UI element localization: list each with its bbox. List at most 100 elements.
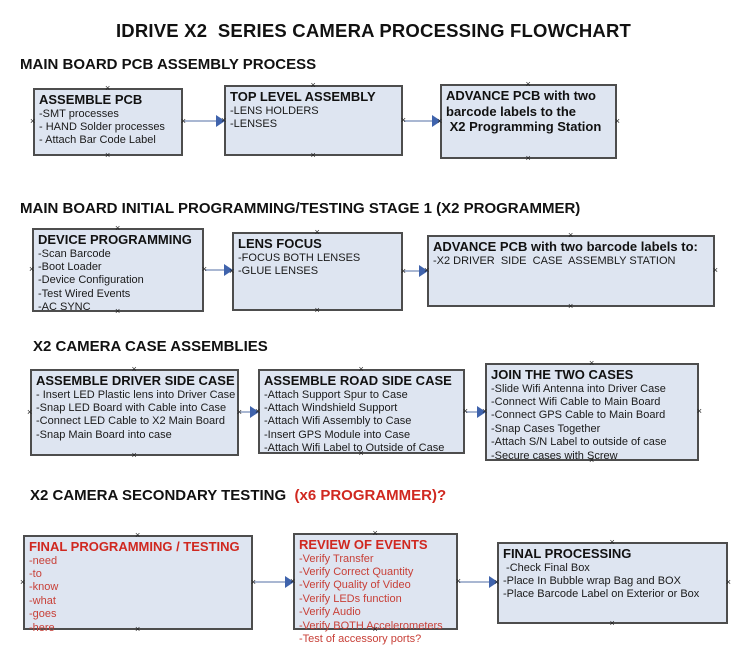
connector-handle-icon: [105, 84, 110, 93]
flow-box-assemble-driver-side-case: ASSEMBLE DRIVER SIDE CASE - Insert LED P…: [30, 369, 239, 456]
flow-arrow: [403, 114, 441, 128]
section-heading-text: X2 CAMERA SECONDARY TESTING: [30, 487, 291, 504]
connector-handle-icon: [726, 578, 731, 587]
flow-box-lens-focus: LENS FOCUS -FOCUS BOTH LENSES -GLUE LENS…: [232, 232, 403, 311]
box-line: -Snap LED Board with Cable into Case: [36, 402, 227, 414]
connector-handle-icon: [697, 407, 702, 416]
flow-arrow: [458, 575, 498, 589]
connector-handle-icon: [29, 265, 34, 274]
section-heading-secondary-testing: X2 CAMERA SECONDARY TESTING (x6 PROGRAMM…: [30, 487, 446, 504]
box-line: -Attach Windshield Support: [264, 402, 398, 414]
box-line: - HAND Solder processes: [39, 121, 165, 133]
box-line: -Place Barcode Label on Exterior or Box: [503, 588, 700, 601]
connector-handle-icon: [115, 224, 120, 233]
connector-handle-icon: [27, 408, 32, 417]
box-line: -Device Configuration: [38, 274, 144, 287]
connector-handle-icon: [132, 365, 137, 374]
box-line: -Boot Loader: [38, 261, 102, 273]
flowchart-title: IDRIVE X2 SERIES CAMERA PROCESSING FLOWC…: [115, 20, 632, 41]
flow-box-top-level-assembly: TOP LEVEL ASSEMBLY -LENS HOLDERS -LENSES: [224, 85, 403, 156]
connector-handle-icon: [132, 451, 137, 460]
connector-handle-icon: [229, 267, 234, 276]
connector-handle-icon: [251, 578, 256, 587]
flow-arrow: [253, 575, 294, 589]
box-line: -goes: [29, 608, 57, 621]
section-heading-case-assemblies: X2 CAMERA CASE ASSEMBLIES: [33, 338, 268, 355]
box-line: -Verify BOTH Accelerometers: [299, 619, 443, 632]
box-line: -FOCUS BOTH LENSES: [238, 251, 361, 264]
connector-handle-icon: [359, 449, 364, 458]
box-line: -Attach S/N Label to outside of case: [491, 436, 667, 449]
box-line: -LENS HOLDERS: [230, 104, 319, 117]
box-line: -Insert GPS Module into Case: [264, 428, 411, 441]
connector-handle-icon: [437, 117, 442, 126]
box-line: -Verify Audio: [299, 606, 361, 619]
box-line: -LENSES: [230, 118, 278, 130]
box-line: -know: [29, 581, 59, 594]
section-heading-text: X2 CAMERA CASE ASSEMBLIES: [33, 338, 268, 355]
flow-box-review-of-events: REVIEW OF EVENTS -Verify Transfer -Verif…: [290, 533, 458, 645]
connector-handle-icon: [255, 407, 260, 416]
box-line: -to: [29, 568, 42, 580]
arrow-line: [184, 120, 218, 122]
section-heading-red-text: (x6 PROGRAMMER)?: [290, 487, 447, 504]
arrow-line: [404, 270, 421, 272]
arrow-line: [404, 120, 434, 122]
arrow-line: [254, 581, 287, 583]
box-line: -X2 DRIVER SIDE CASE ASSEMBLY STATION: [433, 254, 676, 267]
connector-handle-icon: [482, 407, 487, 416]
connector-handle-icon: [615, 117, 620, 126]
box-line: -here: [29, 621, 55, 634]
connector-handle-icon: [424, 266, 429, 275]
connector-handle-icon: [401, 267, 406, 276]
box-line: -Secure cases with Screw: [491, 449, 618, 462]
flow-box-assemble-pcb: ASSEMBLE PCB -SMT processes - HAND Solde…: [33, 88, 183, 156]
box-line: -Connect GPS Cable to Main Board: [491, 409, 666, 422]
connector-handle-icon: [290, 577, 295, 586]
box-line: -what: [29, 594, 56, 607]
connector-handle-icon: [568, 302, 573, 311]
box-line: -GLUE LENSES: [238, 265, 319, 277]
box-title: FINAL PROGRAMMING / TESTING: [29, 539, 240, 554]
connector-handle-icon: [311, 151, 316, 160]
box-line: -Slide Wifi Antenna into Driver Case: [491, 382, 666, 395]
box-title: FINAL PROCESSING: [503, 546, 632, 561]
connector-handle-icon: [463, 407, 468, 416]
connector-handle-icon: [221, 116, 226, 125]
box-line: -Verify Transfer: [299, 552, 374, 565]
box-line: -SMT processes: [39, 107, 119, 120]
connector-handle-icon: [105, 151, 110, 160]
box-title: ADVANCE PCB with two barcode labels to t…: [446, 88, 602, 135]
connector-handle-icon: [401, 116, 406, 125]
flow-box-advance-pcb-driver-side: ADVANCE PCB with two barcode labels to: …: [427, 235, 715, 307]
connector-handle-icon: [589, 456, 594, 465]
connector-handle-icon: [526, 154, 531, 163]
arrow-line: [240, 411, 252, 413]
box-title: DEVICE PROGRAMMING: [38, 232, 192, 247]
connector-handle-icon: [237, 408, 242, 417]
section-heading-text: MAIN BOARD PCB ASSEMBLY PROCESS: [20, 56, 317, 73]
box-title: ASSEMBLE DRIVER SIDE CASE: [36, 373, 235, 388]
connector-handle-icon: [610, 538, 615, 547]
connector-handle-icon: [568, 231, 573, 240]
box-line: -Place In Bubble wrap Bag and BOX: [503, 575, 681, 587]
box-title: ASSEMBLE ROAD SIDE CASE: [264, 373, 452, 388]
box-title: ASSEMBLE PCB: [39, 92, 143, 107]
arrow-line: [205, 269, 226, 271]
box-title: JOIN THE TWO CASES: [491, 367, 634, 382]
connector-handle-icon: [526, 80, 531, 89]
box-line: -Connect LED Cable to X2 Main Board: [36, 415, 225, 428]
connector-handle-icon: [181, 117, 186, 126]
connector-handle-icon: [315, 306, 320, 315]
connector-handle-icon: [373, 529, 378, 538]
connector-handle-icon: [315, 228, 320, 237]
connector-handle-icon: [202, 265, 207, 274]
box-line: -Attach Support Spur to Case: [264, 388, 408, 401]
box-line: -Scan Barcode: [38, 247, 111, 260]
flow-box-final-programming-testing: FINAL PROGRAMMING / TESTING -need -to -k…: [23, 535, 256, 634]
box-title: TOP LEVEL ASSEMBLY: [230, 89, 376, 104]
connector-handle-icon: [311, 81, 316, 90]
connector-handle-icon: [359, 365, 364, 374]
connector-handle-icon: [135, 625, 140, 634]
